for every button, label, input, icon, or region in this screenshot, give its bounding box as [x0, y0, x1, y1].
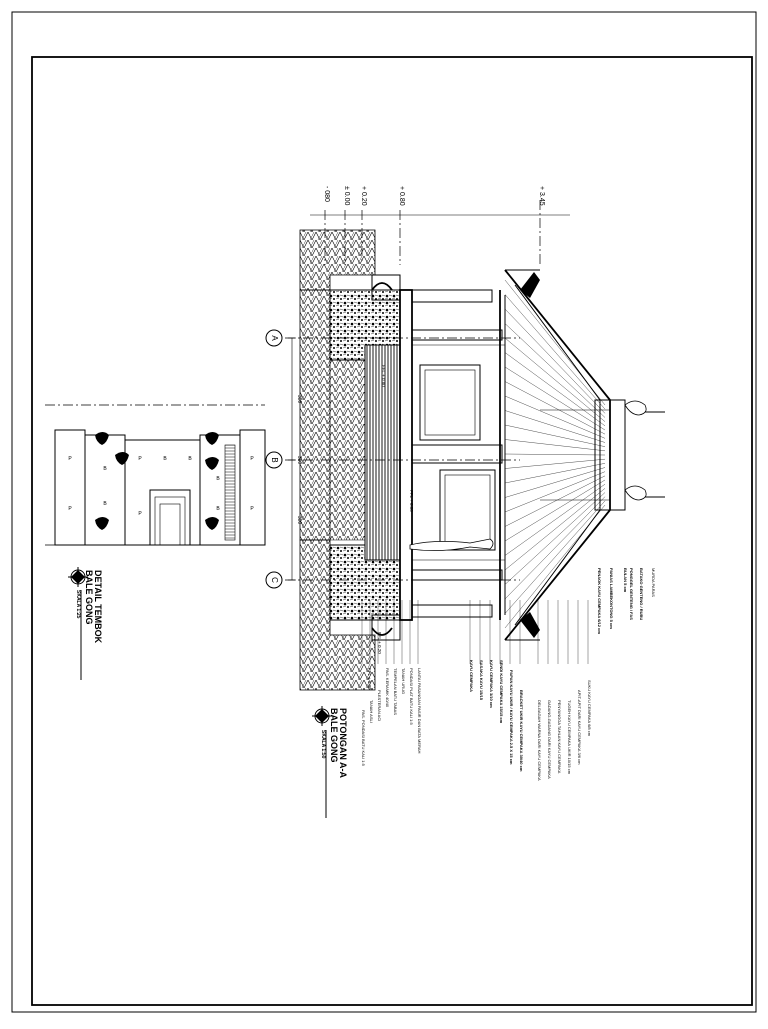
ffl-tag-4: FFL ± 0.00 [367, 668, 372, 690]
detail-scale: SKALA 1:25 [75, 590, 81, 619]
section-title-block: POTONGAN A-A BALE GONG SKALA 1:50 [312, 706, 348, 818]
axis-label-c: C [270, 577, 279, 583]
axis-label-a: A [270, 335, 279, 341]
ffl-tag-2: FFL + 0.80 [409, 490, 414, 512]
note-r-2: PONGGEL GENTENG / FAS [629, 568, 634, 620]
note-bl-3: TEMPELAN BATU TABAS [393, 668, 398, 715]
note-br-0: BRACKET UKIR KAYU CEMPAKA 30/40 cm [519, 690, 524, 772]
structure-columns [411, 289, 506, 620]
axis-bubble-c [265, 571, 283, 589]
note-r-11: DELGAGAH WARNA DARI KAYU CEMPAKA [537, 700, 542, 781]
ffl-tag-1: FFL + 0.80 [381, 365, 386, 387]
note-br-5: KAYU CEMPAKA [469, 660, 474, 692]
note-r-8: TUGEH KAYU CEMPAKA UKIR 10/15 cm [567, 700, 572, 775]
note-bl-1: PONDASI PLAT BATU KALI 1:5 [409, 668, 414, 725]
note-bl-2: TANAH URUG [401, 668, 406, 694]
detail-letter-1: P [68, 506, 72, 512]
axis-bubble-b [265, 451, 283, 469]
detail-title: DETAIL TEMBOK [93, 570, 103, 644]
detail-material-letters: P P B B P P B B B B P P [68, 456, 254, 517]
detail-letter-7: B [188, 456, 192, 462]
level-labels: - 080 ± 0.00 + 0.20 + 0.80 + 3.45 [323, 186, 545, 206]
detail-letter-10: P [250, 456, 254, 462]
leader-lines [361, 600, 589, 664]
note-r-10: GADANG-GADANG DARI KAYU CEMPAKA [547, 700, 552, 779]
axis-label-b: B [270, 457, 279, 462]
detail-letter-0: P [68, 456, 72, 462]
note-r-7: APIT-APIT DARI KAYU CEMPAKA 3/6 cm [577, 690, 582, 765]
note-br-4: SASAKA KAYU 15/15 [479, 660, 484, 701]
structure-notes: BRACKET UKIR KAYU CEMPAKA 30/40 cm PAPAN… [469, 660, 524, 772]
note-r-9: PENYANGGA TAHLAN KAYU CEMPAKA [557, 700, 562, 774]
detail-letter-11: P [250, 506, 254, 512]
detail-drawing: P P B B P P B B B B P P DETAIL TEMBOK BA… [45, 404, 266, 680]
note-r-6: SUKU KAYU CEMPAKA 6/8 cm [587, 680, 592, 737]
axis-bubble-a [265, 329, 283, 347]
note-r-4: PANIAS LAMBEKONTONG 5 cm [609, 568, 614, 629]
note-bl-4: PAS. KERAMIK 40/40 [385, 668, 390, 708]
dim-1: 300 [296, 395, 302, 404]
section-subtitle: BALE GONG [329, 708, 339, 763]
floor-tags: FFL + 0.80 FFL + 0.80 FFL + 0.20 FFL ± 0… [367, 365, 414, 690]
section-drawing: A B C 300 300 300 - 080 ± 0.00 + 0.20 + … [265, 186, 665, 818]
note-br-1: PAPAN KAYU UKIR / KAYU CEMPAKA 2.5 X 15 … [509, 670, 514, 765]
statue-figure [409, 538, 494, 551]
ornaments [95, 432, 219, 530]
detail-letter-5: P [138, 511, 142, 517]
note-r-3: BULAN 5 cm [623, 568, 628, 593]
level-lines [310, 200, 570, 265]
foundation-notes: LANTAI PASANGAN PASIR DAN BATA MERAH PON… [361, 668, 422, 767]
grid-axes: A B C 300 300 300 [265, 329, 520, 589]
level-2: ± 0.00 [343, 186, 350, 206]
level-5: + 3.45 [538, 186, 545, 206]
section-scale: SKALA 1:50 [320, 730, 326, 759]
note-bl-7: PAS. PONDASI BATU KALI 1:5 [361, 710, 366, 767]
note-r-0: MURDA PARAS [651, 568, 656, 597]
detail-letter-2: B [103, 466, 107, 472]
floor-platform [364, 344, 401, 561]
dim-3: 300 [296, 516, 302, 525]
roof [504, 269, 665, 641]
note-r-1: BATAKO GENTENG / RUBU [639, 568, 644, 620]
level-4: + 0.80 [398, 186, 405, 206]
outer-border [11, 11, 757, 1013]
detail-letter-6: B [163, 456, 167, 462]
detail-letter-4: P [138, 456, 142, 462]
detail-title-block: DETAIL TEMBOK BALE GONG SKALA 1:25 [68, 567, 103, 680]
note-bl-0: LANTAI PASANGAN PASIR DAN BATA MERAH [417, 668, 422, 754]
level-1: - 080 [323, 186, 330, 202]
note-br-3: KAYU CEMPAKA 3/10 cm [489, 660, 494, 708]
inner-border [31, 56, 753, 1006]
detail-subtitle: BALE GONG [84, 570, 94, 625]
detail-letter-3: B [103, 501, 107, 507]
ffl-tag-3: FFL + 0.20 [377, 632, 382, 654]
level-3: + 0.20 [360, 186, 367, 206]
section-title: POTONGAN A-A [338, 708, 348, 779]
note-bl-6: TANAH ASLI [369, 700, 374, 723]
detail-letter-8: B [216, 476, 220, 482]
dim-2: 300 [296, 456, 302, 465]
roof-notes: MURDA PARAS BATAKO GENTENG / RUBU PONGGE… [537, 568, 656, 781]
detail-letter-9: B [216, 506, 220, 512]
note-r-5: PENAOK KAYU CEMPAKA 6/12 cm [597, 568, 602, 634]
note-bl-5: PLESTERAN ACI [377, 690, 382, 721]
note-br-2: SENDI KAYU CEMPAKA 15/15 cm [499, 660, 504, 724]
